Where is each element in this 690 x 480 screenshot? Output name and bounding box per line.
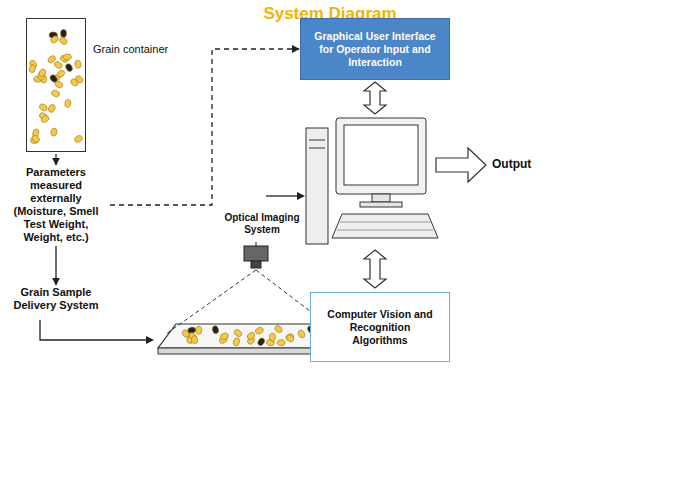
grains xyxy=(28,29,84,143)
grain xyxy=(50,35,60,45)
screen xyxy=(344,125,418,185)
arrow-head xyxy=(146,336,154,344)
monitor-stand xyxy=(372,194,390,202)
connector xyxy=(55,154,56,165)
connector xyxy=(110,49,299,205)
grain xyxy=(196,326,202,334)
leader-line xyxy=(256,242,257,246)
tray-grains xyxy=(181,324,323,347)
key-row xyxy=(337,230,433,231)
monitor xyxy=(336,118,426,194)
node-text: Grain Sample Delivery System xyxy=(6,286,106,312)
arrow-head xyxy=(297,192,305,200)
node-text: Parameters measured externally (Moisture… xyxy=(4,166,108,244)
double-arrow xyxy=(364,250,386,288)
grain xyxy=(38,103,48,112)
monitor-base xyxy=(360,202,402,207)
grain xyxy=(211,325,219,334)
grain xyxy=(40,115,50,124)
camera-body xyxy=(244,246,268,261)
double-arrow xyxy=(364,82,386,114)
grain xyxy=(274,324,284,334)
grain xyxy=(246,331,256,341)
computer-tower xyxy=(306,128,328,244)
key-row xyxy=(340,222,430,223)
grain xyxy=(257,337,266,347)
grain xyxy=(58,36,68,46)
grain xyxy=(64,99,71,108)
node-text: Grain container xyxy=(93,43,168,55)
grain xyxy=(191,335,198,344)
grain xyxy=(63,54,72,61)
grain xyxy=(255,326,265,334)
signal-line xyxy=(266,195,298,196)
node-text: Computer Vision and Recognition Algorith… xyxy=(323,308,437,347)
grain xyxy=(269,333,275,341)
grain xyxy=(61,29,67,37)
grain xyxy=(51,89,61,97)
node-text: Graphical User Interface for Operator In… xyxy=(311,30,439,69)
delivery-text: Grain Sample Delivery System xyxy=(6,286,106,312)
drive-slot xyxy=(309,140,325,141)
parameter-text: Parameters measured externally (Moisture… xyxy=(4,166,108,244)
grain xyxy=(49,73,59,83)
output-arrow xyxy=(436,148,486,182)
grain xyxy=(28,64,36,73)
keyboard xyxy=(332,214,438,238)
feed-line xyxy=(40,320,146,340)
grain-container: Grain container xyxy=(26,18,86,152)
component-label: Optical Imaging System xyxy=(218,212,306,236)
tray-edge xyxy=(158,348,334,354)
grain xyxy=(50,127,58,136)
grain xyxy=(233,328,243,338)
grain xyxy=(69,77,79,87)
view-line xyxy=(166,270,256,334)
process-box: Graphical User Interface for Operator In… xyxy=(300,18,450,80)
grain xyxy=(38,68,47,78)
drive-slot xyxy=(309,148,325,149)
process-box: Computer Vision and Recognition Algorith… xyxy=(310,292,450,362)
output-label: Output xyxy=(492,158,562,170)
grain xyxy=(74,135,84,144)
grain xyxy=(285,334,295,343)
grain xyxy=(31,134,41,144)
connector xyxy=(55,246,56,285)
grain xyxy=(74,60,81,69)
grain xyxy=(220,332,230,341)
grain xyxy=(232,337,240,347)
camera-lens xyxy=(251,261,261,268)
grain xyxy=(47,104,56,114)
grain xyxy=(297,329,306,339)
grain xyxy=(65,63,74,73)
grain xyxy=(277,340,285,346)
grain xyxy=(53,60,63,69)
